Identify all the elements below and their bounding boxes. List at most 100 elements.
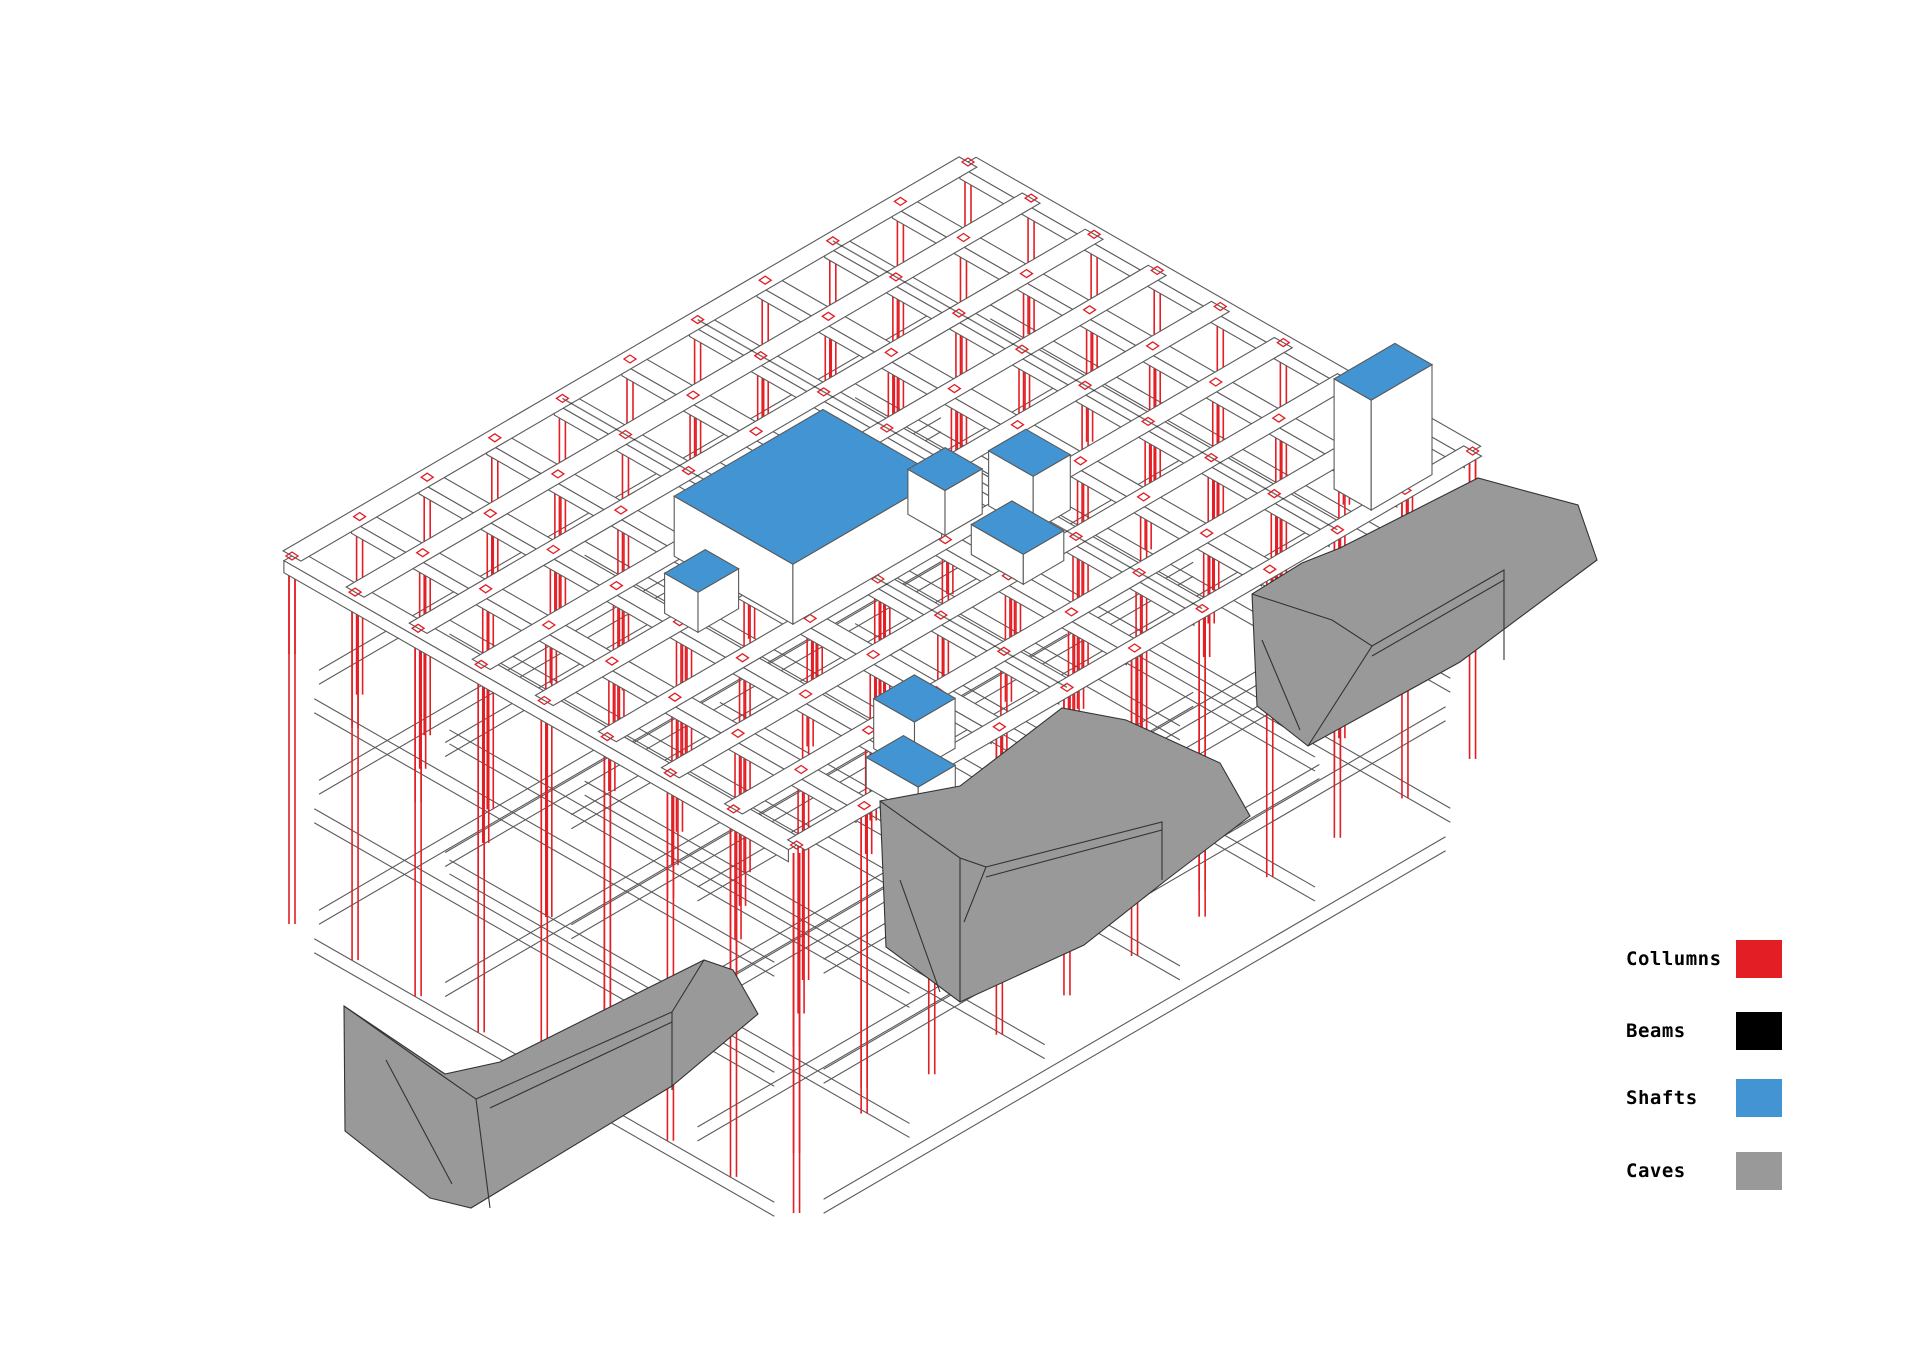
primary-beam [832,240,1338,531]
column-cap [888,272,904,282]
column-cap [663,768,678,778]
column-cap [1014,344,1030,354]
legend: Collumns Beams Shafts Caves [1626,940,1796,1200]
column-cap [1262,564,1277,574]
shaft-small-b-top [906,446,984,492]
shaft-small-d-top [865,734,957,788]
column-cap [1127,643,1142,653]
cave-middle-facet [985,821,1163,880]
column-cap [726,804,741,814]
lower-beam-v [318,307,942,671]
column-cap [1086,229,1102,240]
lower-beam-v [823,836,1446,1200]
caves-group [343,477,1598,1209]
column-cap [789,840,804,850]
column-cap [1267,488,1282,499]
column-cap [347,587,363,597]
column-cap [410,623,426,634]
legend-swatch-caves [1736,1152,1782,1190]
column-cap [1465,446,1480,456]
lower-beam-u [313,698,775,963]
column-cap [947,383,962,394]
column-cap [1330,525,1345,535]
column-cap [992,722,1007,732]
column-cap [996,646,1012,657]
legend-label-shafts: Shafts [1626,1087,1698,1109]
shafts-group [663,342,1434,818]
column-cap [667,692,683,702]
cave-right-facet [1371,569,1505,660]
column-cap [541,620,556,630]
column-cap [1140,416,1156,427]
legend-item-caves: Caves [1626,1152,1796,1192]
column-cap [1213,301,1228,312]
column-cap [825,236,840,246]
column-cap [609,580,624,591]
column-cap [1010,419,1025,430]
column-cap [604,656,620,666]
column-cap [1073,456,1088,466]
column-cap [681,465,696,476]
column-cap [1068,531,1084,542]
legend-label-columns: Collumns [1626,948,1722,970]
column-cap [1082,305,1097,315]
column-cap [622,354,638,364]
column-cap [613,505,629,515]
column-cap [1271,413,1286,423]
column-cap [1208,377,1223,387]
cave-middle [879,707,1251,1003]
column-cap [618,429,633,440]
cave-middle-facet [899,879,941,993]
lower-beam-v [571,451,1194,816]
column-cap [960,157,976,167]
cave-right [1251,477,1598,747]
legend-item-shafts: Shafts [1626,1079,1796,1119]
column-cap [956,232,971,243]
shaft-small-a-top [663,548,740,593]
legend-label-caves: Caves [1626,1160,1686,1182]
column-cap [487,433,502,443]
legend-label-beams: Beams [1626,1020,1686,1042]
cave-left [343,959,759,1209]
column-cap [879,423,894,433]
shaft-tower-top [1333,342,1434,401]
column-cap [798,689,813,699]
column-cap [1064,607,1079,617]
roof-beam-u-side [283,559,789,863]
column-cap [933,610,948,620]
column-cap [1077,380,1093,391]
cave-middle-facet [985,829,1163,878]
shaft-main-top [673,408,943,565]
cave-left-facet [343,1005,491,1209]
column-cap [1136,492,1151,502]
column-cap [352,511,367,522]
column-cap [821,311,836,322]
column-cap [951,308,967,318]
column-cap [600,731,615,742]
column-cap [730,728,746,739]
column-cap [758,275,773,285]
column-cap [415,547,430,558]
column-cap [884,347,899,358]
column-cap [1199,528,1214,538]
legend-item-columns: Collumns [1626,940,1796,980]
shaft-stair-a-top [987,428,1072,477]
legend-swatch-shafts [1736,1079,1782,1117]
column-cap [478,584,493,594]
column-cap [753,350,768,361]
column-cap [735,653,750,663]
cave-middle-facet [879,800,987,923]
lower-beam-v-edge [823,850,1446,1214]
column-cap [685,390,701,400]
column-cap [1131,567,1147,578]
cave-left-facet [385,1059,453,1185]
cave-left-facet [489,1021,673,1109]
column-cap [1204,452,1219,463]
column-cap [1276,337,1291,348]
column-cap [816,387,831,397]
column-cap [893,196,908,207]
legend-swatch-columns [1736,940,1782,978]
cave-right-facet [1251,593,1373,747]
